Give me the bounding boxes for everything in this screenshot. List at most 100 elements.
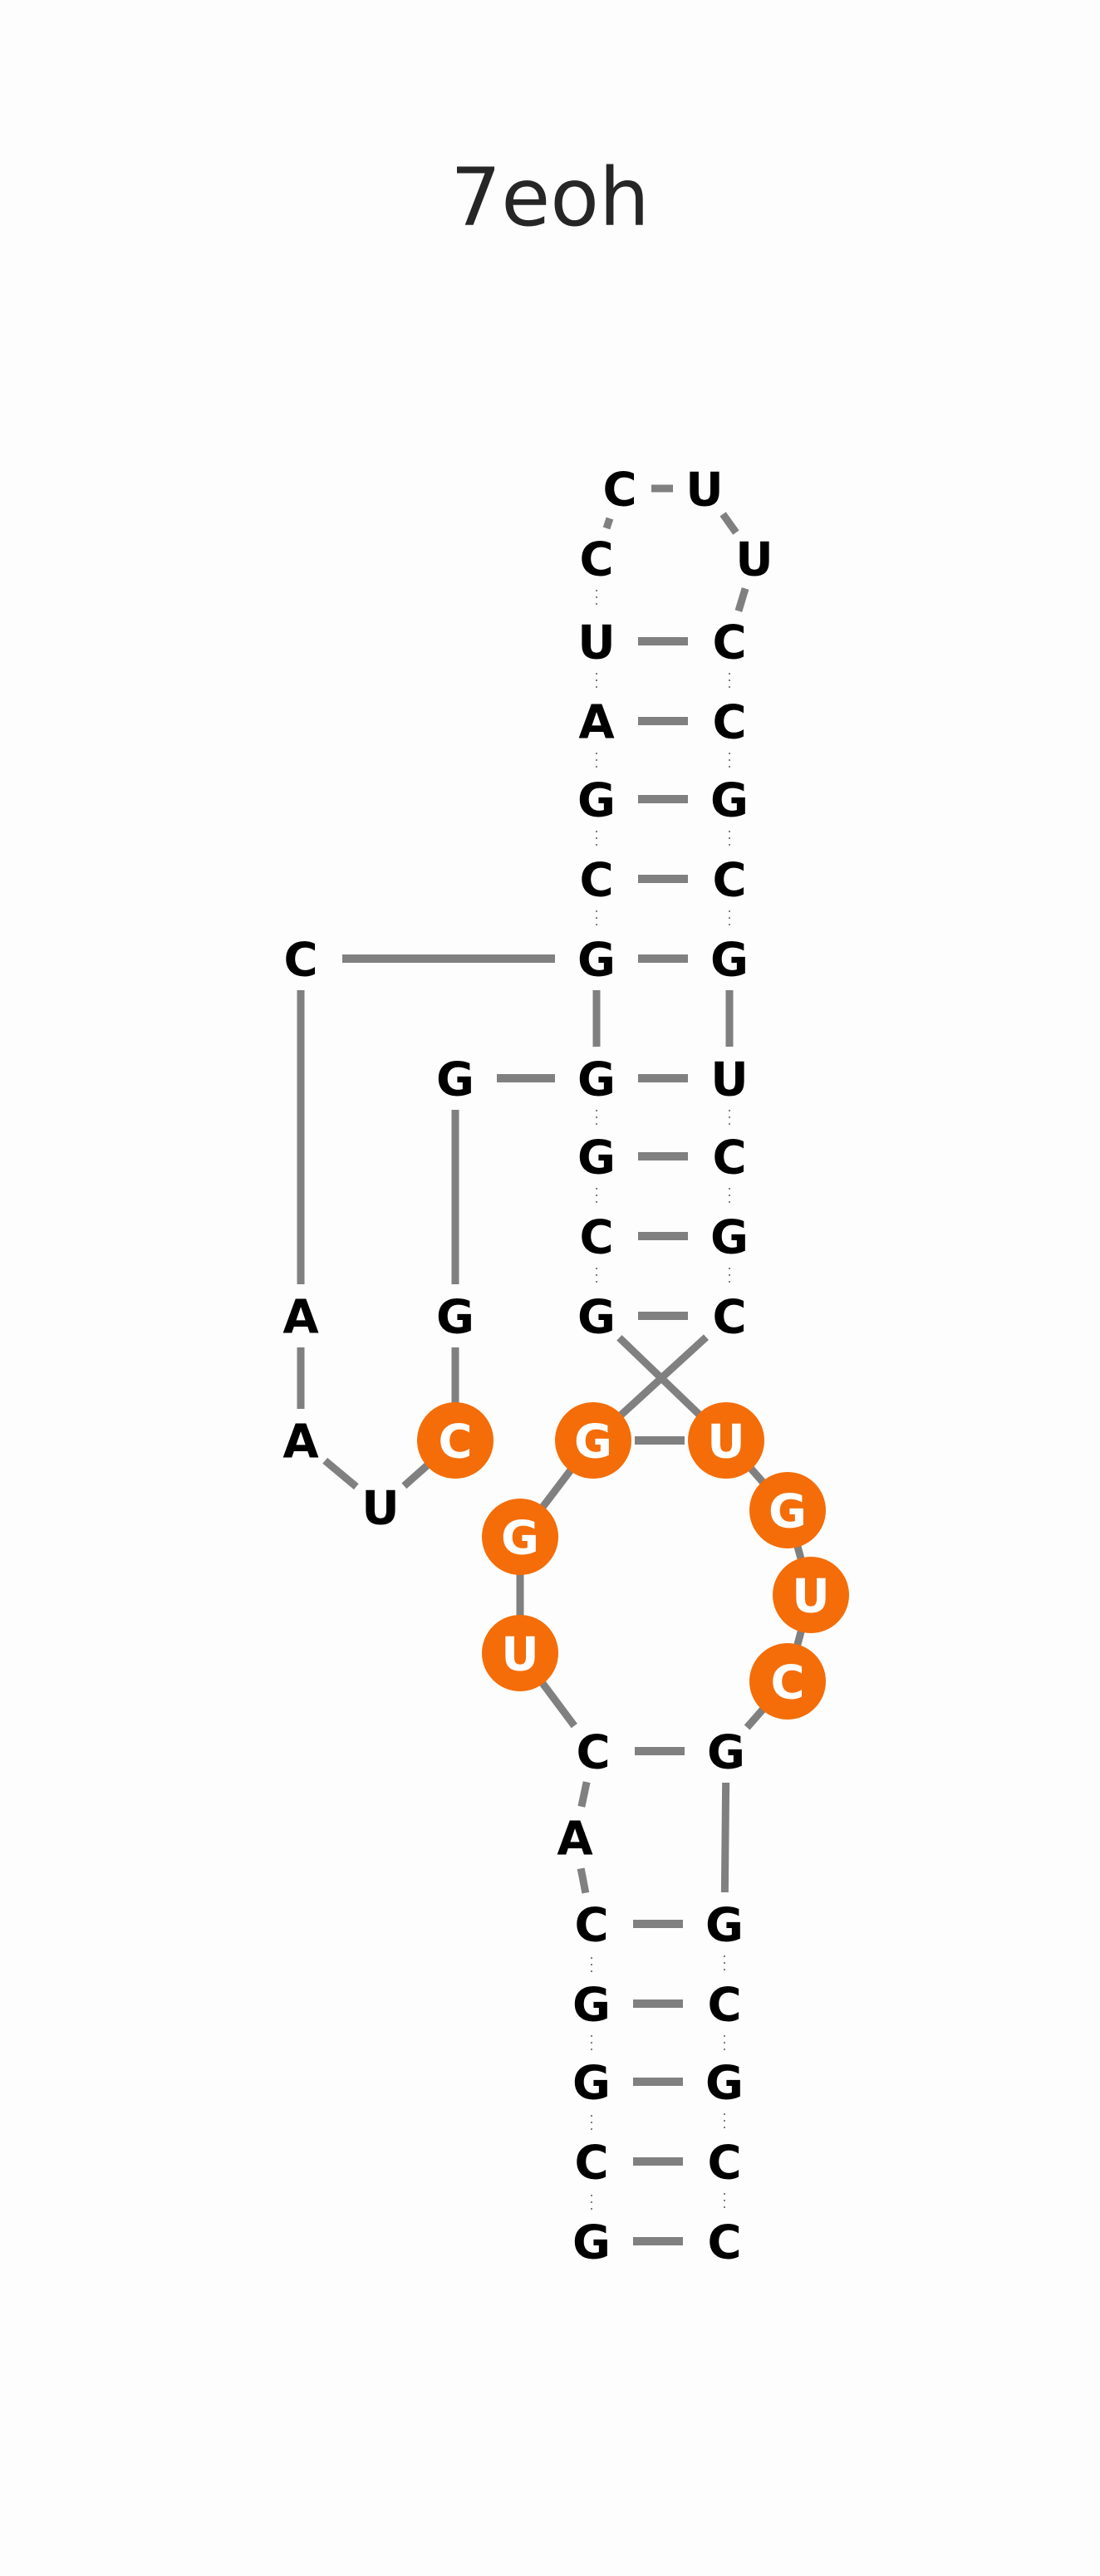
- nucleotide-label: G: [577, 934, 616, 988]
- nucleotide: U: [685, 464, 723, 518]
- nucleotide-label: C: [712, 1291, 746, 1345]
- nucleotide-label: U: [735, 533, 773, 587]
- nucleotide-label: C: [438, 1416, 472, 1470]
- nucleotide-label: U: [577, 616, 615, 670]
- nucleotide: U: [773, 1557, 849, 1633]
- nucleotide-label: G: [574, 1416, 612, 1470]
- nucleotide: G: [572, 2057, 611, 2111]
- nucleotide-label: U: [710, 1053, 748, 1107]
- nucleotide-highlight: [417, 1402, 494, 1479]
- nucleotide: U: [361, 1482, 399, 1536]
- nucleotide-label: C: [576, 1726, 610, 1780]
- nucleotide-label: A: [282, 1291, 319, 1345]
- nucleotide-label: C: [579, 854, 613, 908]
- diagram-title: 7eoh: [450, 151, 650, 244]
- nucleotide: G: [707, 1726, 745, 1780]
- nucleotide: C: [417, 1402, 494, 1479]
- backbone-link: [577, 1867, 590, 1894]
- nucleotide-label: C: [707, 1979, 741, 2033]
- nucleotide-label: A: [557, 1813, 593, 1867]
- nucleotide-label: U: [685, 464, 723, 518]
- nucleotide: U: [482, 1615, 558, 1691]
- nucleotide-label: C: [602, 464, 636, 518]
- nucleotide-label: G: [710, 774, 749, 828]
- nucleotide-label: G: [501, 1512, 539, 1566]
- nucleotide: U: [735, 533, 773, 587]
- nucleotide: C: [712, 696, 746, 750]
- nucleotide: G: [577, 1053, 616, 1107]
- nucleotide-label: G: [572, 2216, 611, 2270]
- nucleotide: G: [705, 1899, 744, 1953]
- nucleotide: A: [282, 1416, 319, 1470]
- nucleotide-label: C: [712, 854, 746, 908]
- nucleotide: C: [707, 1979, 741, 2033]
- nucleotide-highlight: [688, 1402, 764, 1479]
- nucleotide: G: [572, 2216, 611, 2270]
- nucleotide-label: G: [769, 1485, 807, 1539]
- nucleotide-label: C: [712, 616, 746, 670]
- nucleotide: G: [577, 934, 616, 988]
- nucleotide: C: [707, 2216, 741, 2270]
- base-pair-layer: [342, 637, 688, 2245]
- nucleotide-label: G: [577, 1291, 616, 1345]
- nucleotide: C: [574, 2137, 608, 2191]
- nucleotide-highlight: [555, 1402, 631, 1479]
- nucleotide-highlight: [749, 1643, 826, 1720]
- nucleotide: G: [577, 774, 616, 828]
- nucleotide: C: [712, 854, 746, 908]
- nucleotide: A: [578, 696, 615, 750]
- nucleotide: C: [283, 934, 317, 988]
- nucleotide: C: [579, 533, 613, 587]
- nucleotide: U: [577, 616, 615, 670]
- nucleotide-label: C: [579, 1211, 613, 1265]
- nucleotide: C: [576, 1726, 610, 1780]
- nucleotide: C: [707, 2137, 741, 2191]
- nucleotide: A: [557, 1813, 593, 1867]
- backbone-link: [616, 1335, 706, 1421]
- nucleotide-label: C: [574, 1899, 608, 1953]
- nucleotide-label: G: [572, 2057, 611, 2111]
- nucleotide: U: [688, 1402, 764, 1479]
- nucleotide-label: G: [707, 1726, 745, 1780]
- nucleotide-highlight: [749, 1472, 826, 1548]
- nucleotide: A: [282, 1291, 319, 1345]
- nucleotide-label: G: [436, 1291, 474, 1345]
- nucleotide-label: C: [712, 696, 746, 750]
- nucleotide-label: U: [361, 1482, 399, 1536]
- backbone-link: [602, 517, 614, 530]
- backbone-link: [719, 512, 739, 535]
- nucleotide-label: U: [501, 1628, 538, 1682]
- nucleotide-label: G: [572, 1979, 611, 2033]
- nucleotide-label: G: [577, 1053, 616, 1107]
- nucleotide-label: U: [792, 1570, 829, 1624]
- nucleotide-label: C: [283, 934, 317, 988]
- nucleotide-label: G: [577, 774, 616, 828]
- backbone-link: [536, 1676, 577, 1729]
- nucleotide: C: [574, 1899, 608, 1953]
- nucleotide-highlight: [773, 1557, 849, 1633]
- nucleotide: C: [579, 1211, 613, 1265]
- nucleotide: G: [572, 1979, 611, 2033]
- nucleotide: G: [710, 774, 749, 828]
- nucleotide: G: [555, 1402, 631, 1479]
- backbone-link: [720, 1782, 730, 1893]
- nucleotide: G: [577, 1291, 616, 1345]
- nucleotide-label: G: [436, 1053, 474, 1107]
- nucleotide: G: [705, 2057, 744, 2111]
- nucleotide-label: C: [707, 2216, 741, 2270]
- nucleotide-label: C: [770, 1656, 804, 1710]
- nucleotide-highlight: [482, 1499, 558, 1575]
- nucleotide: C: [712, 1291, 746, 1345]
- nucleotide-label: A: [282, 1416, 319, 1470]
- nucleotide-label: C: [707, 2137, 741, 2191]
- nucleotide: G: [710, 1211, 749, 1265]
- backbone-link: [536, 1463, 577, 1514]
- nucleotide: G: [482, 1499, 558, 1575]
- backbone-link: [322, 1457, 359, 1490]
- nucleotide-highlight: [482, 1615, 558, 1691]
- nucleotide: G: [749, 1472, 826, 1548]
- nucleotide-label: G: [705, 1899, 744, 1953]
